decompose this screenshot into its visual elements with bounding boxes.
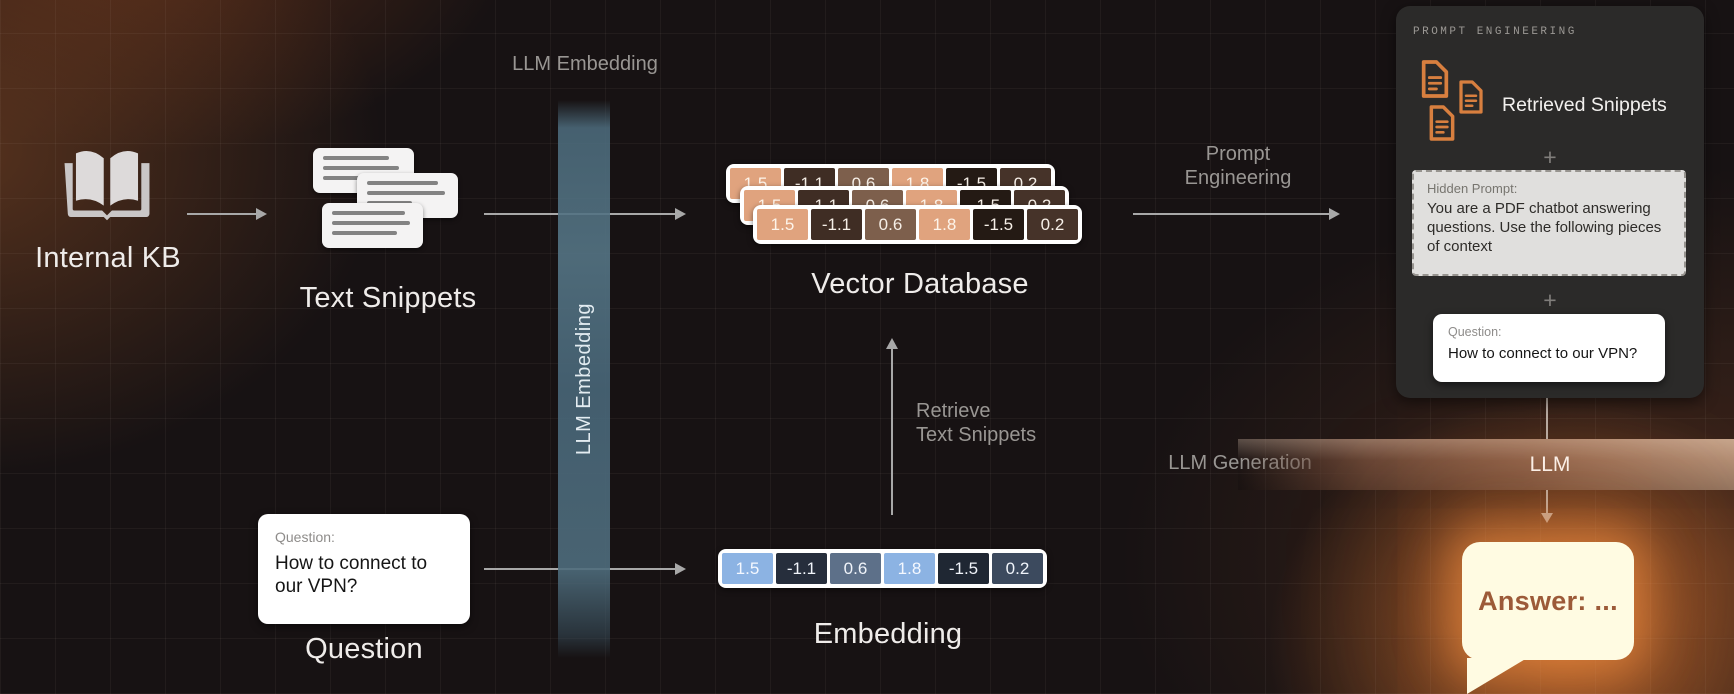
plus-icon: + [1543,287,1557,313]
internal-kb-label: Internal KB [35,242,181,274]
document-icon [1459,80,1483,114]
panel-question-box: Question: How to connect to our VPN? [1433,314,1665,382]
llm-label: LLM [1529,452,1571,476]
vector-database-label: Vector Database [811,268,1029,300]
vector-cell: 1.8 [919,209,970,240]
embedding-cell: 0.2 [992,553,1043,584]
panel-title: PROMPT ENGINEERING [1413,26,1577,38]
text-snippets-label: Text Snippets [299,282,477,314]
llm-embedding-bar: LLM Embedding [558,100,610,658]
embedding-cell: -1.5 [938,553,989,584]
document-icon [1429,105,1455,141]
answer-text: Answer: ... [1478,585,1618,616]
open-book-icon [64,150,150,221]
vector-cell: 0.6 [865,209,916,240]
vector-cell: -1.5 [973,209,1024,240]
retrieve-label: Retrieve Text Snippets [916,400,1037,446]
vector-cell: 0.2 [1027,209,1078,240]
snippet-card [322,203,423,248]
plus-icon: + [1543,144,1557,170]
hidden-prompt-text: You are a PDF chatbot answering question… [1427,200,1662,255]
embedding-cell: 0.6 [830,553,881,584]
llm-embedding-bar-text: LLM Embedding [572,302,595,456]
document-icon [1421,60,1449,98]
question-label: Question [305,633,423,665]
retrieved-snippets-label: Retrieved Snippets [1502,94,1667,116]
connector-panel-to-llm [1546,398,1548,439]
text-snippets-icon [313,148,458,250]
embedding-cell: 1.5 [722,553,773,584]
arrow-kb-to-snippets [187,208,267,220]
hidden-prompt-box: Hidden Prompt: You are a PDF chatbot ans… [1412,170,1686,276]
vector-row-front: 1.5 -1.1 0.6 1.8 -1.5 0.2 [753,205,1082,244]
question-card: Question: How to connect to our VPN? [258,514,470,624]
prompt-engineering-panel: PROMPT ENGINEERING Retrieved Snippets + … [1396,6,1704,398]
question-field-label: Question: [275,529,335,545]
embedding-label: Embedding [813,618,963,650]
embedding-cell: 1.8 [884,553,935,584]
panel-question-text: How to connect to our VPN? [1448,345,1638,362]
llm-embedding-top-label: LLM Embedding [512,53,658,75]
llm-bar: LLM [1238,439,1734,490]
question-text: How to connect to our VPN? [275,553,428,598]
prompt-engineering-label: Prompt Engineering [1184,143,1292,189]
vector-cell: -1.1 [811,209,862,240]
arrow-vectordb-to-panel [1133,208,1340,220]
vector-cell: 1.5 [757,209,808,240]
embedding-cell: -1.1 [776,553,827,584]
panel-question-label: Question: [1448,325,1502,339]
answer-bubble: Answer: ... [1462,542,1634,660]
embedding-row: 1.5 -1.1 0.6 1.8 -1.5 0.2 [718,549,1047,588]
arrow-retrieve-up [886,338,898,515]
arrow-llm-to-answer [1541,490,1553,523]
hidden-prompt-label: Hidden Prompt: [1427,181,1518,196]
